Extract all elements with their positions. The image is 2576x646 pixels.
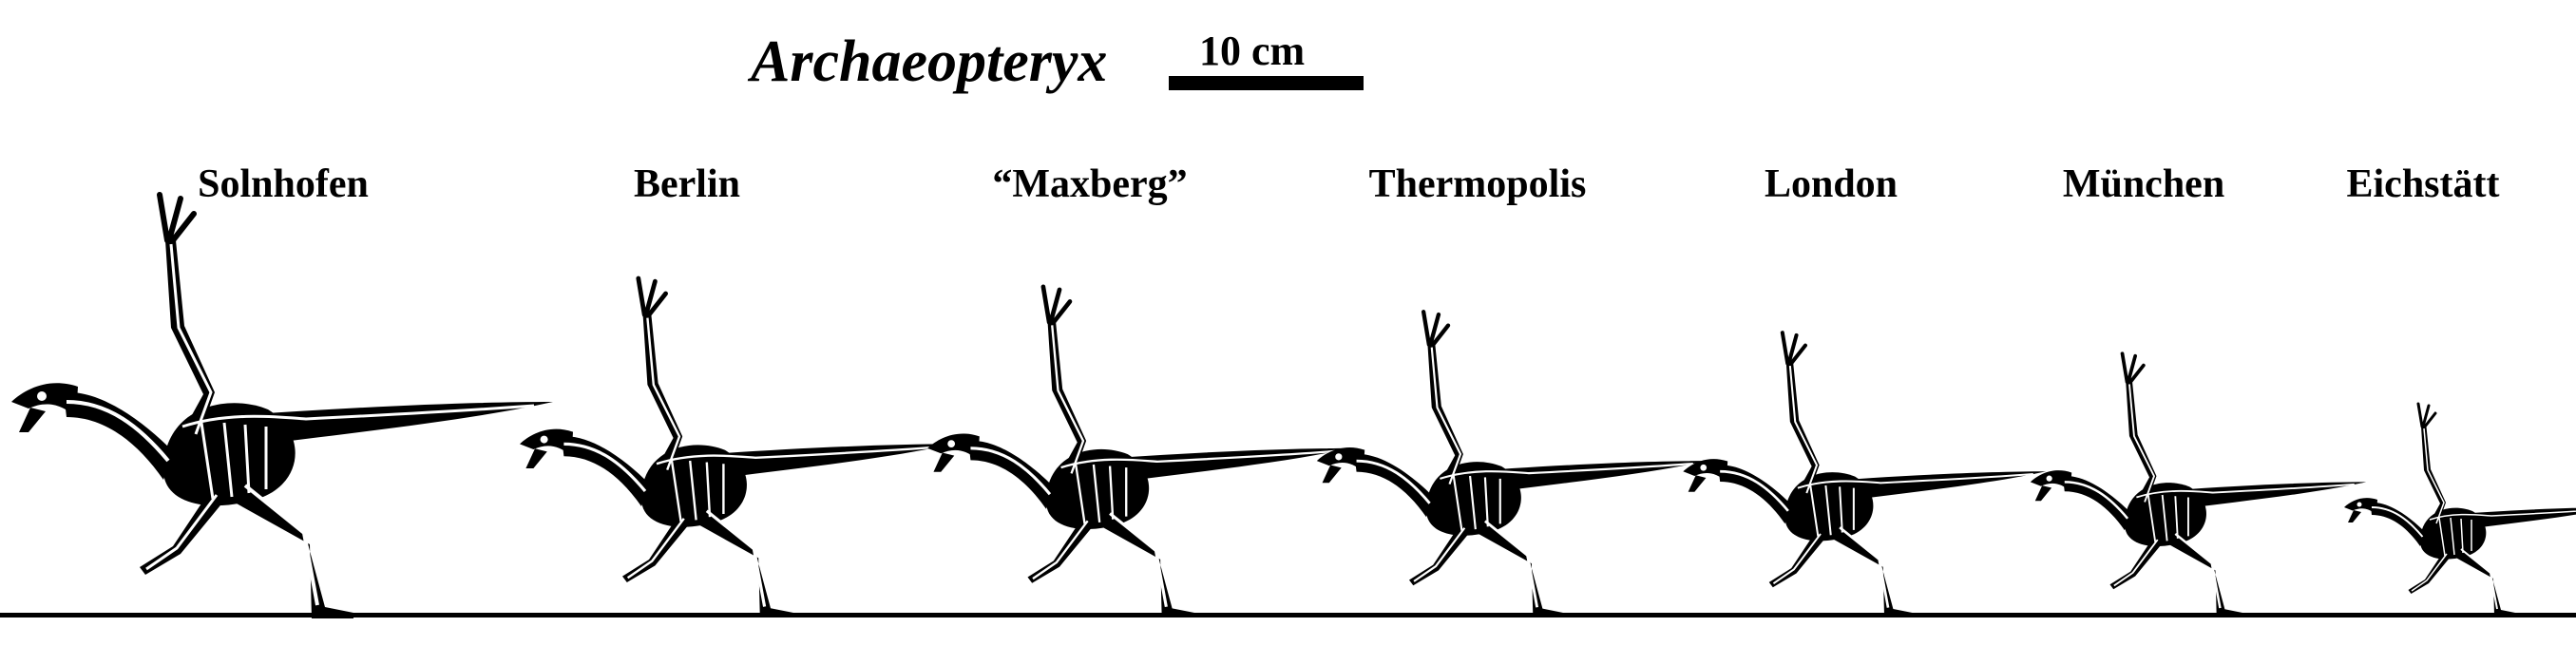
specimen-label-maxberg: “Maxberg”: [992, 162, 1188, 206]
skeleton-berlin: [520, 278, 953, 618]
skeleton-thermopolis: [1317, 312, 1707, 617]
skeleton-london: [1683, 332, 2046, 617]
figure-title: Archaeopteryx: [751, 29, 1108, 94]
specimen-label-berlin: Berlin: [634, 162, 740, 206]
specimen-label-solnhofen: Solnhofen: [198, 162, 369, 206]
scale-bar: [1169, 76, 1364, 90]
specimen-label-munchen: München: [2062, 162, 2225, 206]
skeleton-munchen: [2028, 352, 2369, 618]
skeleton-solnhofen: [11, 195, 553, 618]
ground-line: [0, 613, 2576, 618]
specimen-label-thermopolis: Thermopolis: [1368, 162, 1587, 206]
specimen-label-london: London: [1764, 162, 1899, 206]
skeleton-eichstatt: [2342, 402, 2576, 618]
scale-bar-label: 10 cm: [1199, 28, 1306, 74]
skeleton-maxberg: [927, 287, 1350, 618]
specimen-label-eichstatt: Eichstätt: [2346, 162, 2500, 206]
